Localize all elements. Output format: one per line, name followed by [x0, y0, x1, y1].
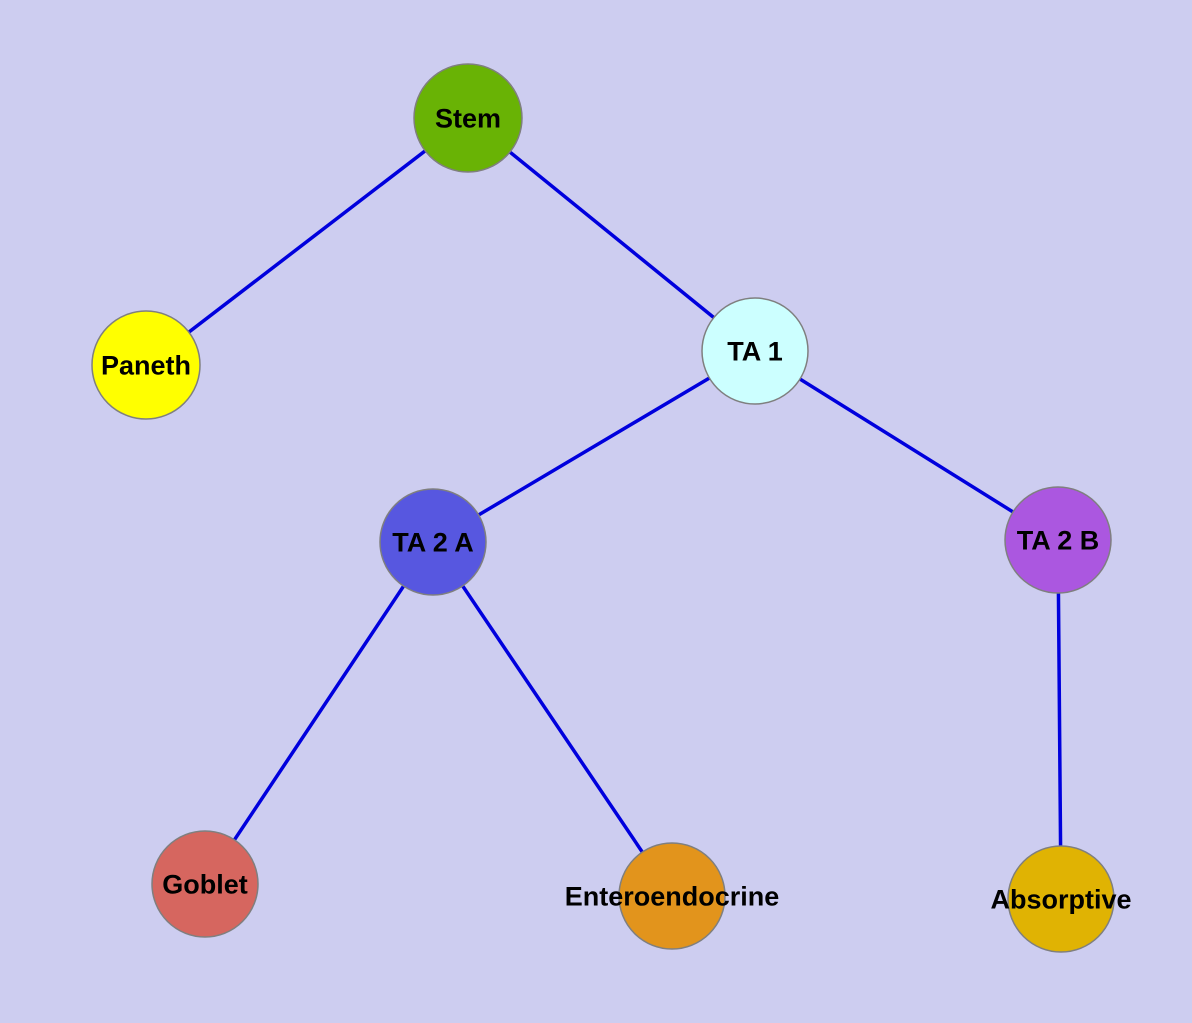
node-ta-2-b[interactable]: TA 2 B: [1004, 486, 1112, 594]
node-goblet[interactable]: Goblet: [151, 830, 259, 938]
node-circle-absorptive[interactable]: [1007, 845, 1115, 953]
node-circle-ta-2-b[interactable]: [1004, 486, 1112, 594]
edge-ta-2-a-to-enteroendocrine: [431, 540, 674, 898]
node-circle-goblet[interactable]: [151, 830, 259, 938]
node-circle-ta-2-a[interactable]: [379, 488, 487, 596]
node-ta-1[interactable]: TA 1: [701, 297, 809, 405]
edge-ta-2-a-to-goblet: [203, 540, 435, 886]
edge-ta-1-to-ta-2-b: [753, 349, 1060, 542]
node-ta-2-a[interactable]: TA 2 A: [379, 488, 487, 596]
node-paneth[interactable]: Paneth: [91, 310, 201, 420]
node-circle-ta-1[interactable]: [701, 297, 809, 405]
edge-ta-2-b-to-absorptive: [1056, 538, 1063, 901]
edge-stem-to-paneth: [144, 116, 470, 367]
edge-ta-1-to-ta-2-a: [431, 349, 757, 544]
node-circle-stem[interactable]: [413, 63, 523, 173]
node-circle-enteroendocrine[interactable]: [618, 842, 726, 950]
node-stem[interactable]: Stem: [413, 63, 523, 173]
edge-stem-to-ta-1: [466, 116, 757, 353]
node-circle-paneth[interactable]: [91, 310, 201, 420]
